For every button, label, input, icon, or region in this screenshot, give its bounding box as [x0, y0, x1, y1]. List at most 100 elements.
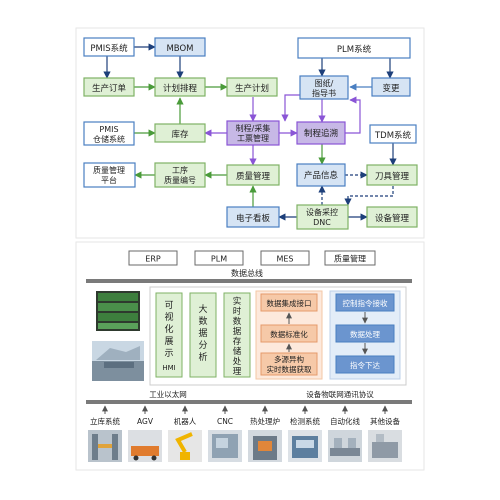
- dnc-line2: DNC: [313, 218, 331, 227]
- data-bus-label: 数据总线: [231, 268, 263, 278]
- svg-text:数: 数: [198, 315, 207, 327]
- dnc-box: [296, 204, 349, 230]
- svg-text:据: 据: [198, 327, 207, 339]
- bigdata-column-text: 大 数 据 分 析: [198, 303, 207, 363]
- svg-text:实: 实: [233, 296, 242, 307]
- process-code-box: [154, 162, 206, 188]
- top-diagram: PMIS系统 MBOM PLM系统 生产订单 计划排程 生产计划 图纸/ 指导书…: [75, 27, 425, 239]
- iot-protocol-label: 设备物联网通讯协议: [306, 389, 374, 399]
- autoline-image: [328, 430, 362, 462]
- order-box: [83, 77, 135, 97]
- erp-label: ERP: [145, 255, 161, 264]
- qms-platform-line2: 平台: [101, 175, 117, 185]
- acquisition-line2: 实时数据获取: [267, 364, 312, 374]
- quality-box: [226, 164, 280, 186]
- robot-image: [168, 430, 202, 462]
- change-label: 变更: [382, 83, 400, 94]
- storage-column-text: 实 时 数 据 存 储 处 理: [233, 296, 242, 377]
- standardization-label: 数据标准化: [270, 329, 308, 339]
- qms-label: 质量管理: [334, 254, 366, 264]
- device-label-agv: AGV: [137, 417, 154, 426]
- tool-mgmt-box: [366, 164, 418, 186]
- process-code-line2: 质量编号: [164, 175, 196, 185]
- hmi-column: [155, 292, 183, 378]
- top-connectors: [103, 43, 397, 221]
- hmi-column-text: 可 视 化 展 示 HMI: [162, 300, 175, 372]
- acquisition-box: [260, 352, 318, 376]
- svg-text:示: 示: [164, 349, 173, 359]
- device-mgmt-box: [366, 206, 418, 228]
- command-issue-box: [335, 355, 395, 374]
- storage-column: [223, 292, 251, 378]
- stock-box: [154, 123, 206, 143]
- device-label-cnc: CNC: [217, 417, 233, 426]
- data-bus-bar: [86, 279, 412, 283]
- mes-label: MES: [276, 255, 293, 264]
- network-bar: [86, 400, 412, 404]
- device-labels: 立库系统 AGV 机器人 CNC 热处理炉 检测系统 自动化线 其他设备: [90, 416, 400, 426]
- other-device-image: [368, 430, 402, 462]
- drawing-label-line1: 图纸/: [315, 78, 334, 88]
- svg-text:分: 分: [198, 340, 207, 351]
- plm-label: PLM系统: [337, 44, 372, 55]
- warehouse-sys-box: [83, 121, 135, 146]
- svg-text:理: 理: [233, 367, 242, 377]
- svg-text:大: 大: [198, 303, 207, 315]
- device-label-stacker: 立库系统: [90, 416, 120, 426]
- hmi-screens-image: [96, 291, 140, 331]
- svg-text:化: 化: [164, 323, 173, 335]
- standardization-box: [260, 324, 318, 343]
- command-receive-label: 控制指令接收: [343, 298, 388, 308]
- trace-box: [296, 121, 346, 145]
- svg-text:处: 处: [233, 356, 242, 367]
- svg-text:析: 析: [198, 351, 207, 363]
- bigdata-column: [189, 292, 217, 378]
- tdm-label: TDM系统: [374, 130, 412, 141]
- process-code-line1: 工序: [172, 165, 188, 175]
- schedule-box: [154, 77, 206, 97]
- factory-image: [92, 341, 144, 381]
- furnace-image: [248, 430, 282, 462]
- integration-interface-box: [260, 293, 318, 312]
- tdm-box: [369, 124, 417, 144]
- mbom-box: [154, 37, 206, 57]
- change-box: [371, 77, 411, 97]
- process-collect-box: [226, 120, 280, 146]
- pmis-label: PMIS系统: [90, 43, 128, 54]
- trace-label: 制程追溯: [304, 128, 338, 139]
- dnc-line1: 设备采控: [306, 207, 338, 217]
- kanban-box: [226, 206, 280, 228]
- mbom-label: MBOM: [166, 44, 193, 54]
- trace-feedback-arrow: [345, 96, 361, 134]
- process-collect-line2: 工票管理: [237, 133, 269, 143]
- plan-box: [226, 77, 278, 97]
- drawing-label-line2: 指导书: [312, 88, 336, 98]
- device-label-inspection: 检测系统: [290, 416, 320, 426]
- command-receive-box: [335, 293, 395, 312]
- order-label: 生产订单: [92, 83, 127, 94]
- tool-mgmt-label: 刀具管理: [375, 171, 410, 182]
- integration-interface-label: 数据集成接口: [267, 298, 312, 308]
- device-mgmt-label: 设备管理: [375, 213, 410, 224]
- warehouse-sys-line1: PMIS: [99, 125, 118, 134]
- drawing-box: [299, 75, 349, 100]
- plm-sys-box: [194, 250, 244, 266]
- svg-text:储: 储: [233, 346, 242, 357]
- svg-text:数: 数: [233, 316, 242, 327]
- plan-label: 生产计划: [235, 83, 269, 94]
- bottom-diagram: ERP PLM MES 质量管理 数据总线 可 视: [75, 241, 425, 471]
- svg-text:视: 视: [164, 311, 173, 323]
- device-label-robot: 机器人: [174, 416, 197, 426]
- data-processing-label: 数据处理: [350, 329, 380, 339]
- mes-box: [260, 250, 310, 266]
- agv-image: [128, 430, 162, 462]
- tool-to-dnc-arrow: [344, 186, 394, 206]
- drawing-to-process-arrow: [281, 94, 300, 122]
- quality-label: 质量管理: [236, 171, 271, 182]
- industrial-ethernet-label: 工业以太网: [149, 389, 187, 399]
- stacker-image: [88, 430, 122, 462]
- plm-box: [297, 37, 411, 59]
- svg-text:时: 时: [233, 306, 242, 317]
- plm-sys-label: PLM: [211, 255, 227, 264]
